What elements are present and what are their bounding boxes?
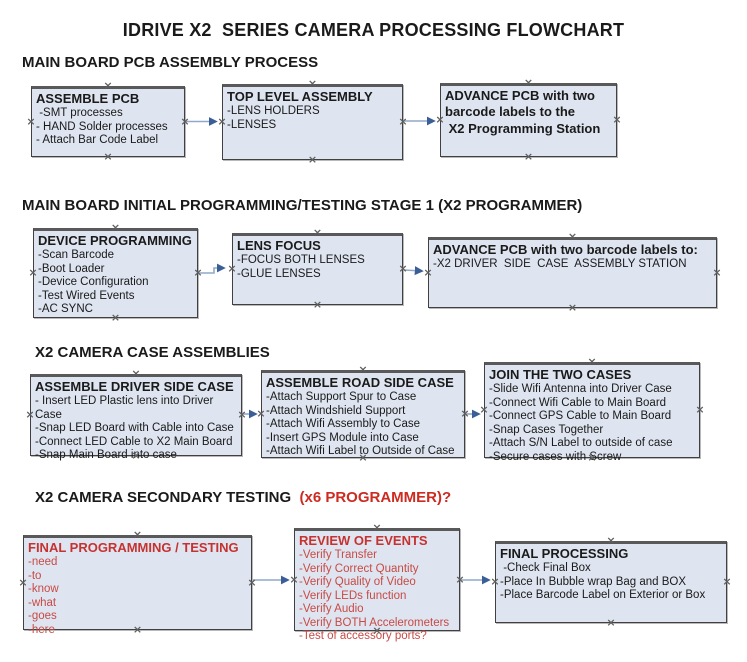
box-item: -Verify Audio xyxy=(299,603,364,616)
box-item: -Slide Wifi Antenna into Driver Case xyxy=(489,383,672,396)
box-item: - Insert LED Plastic lens into Driver Ca… xyxy=(35,395,217,421)
box-item: -Connect GPS Cable to Main Board xyxy=(489,410,672,423)
box-item: -Attach Wifi Assembly to Case xyxy=(266,418,421,431)
box-item: -GLUE LENSES xyxy=(237,267,321,280)
box-item: -Secure cases with Screw xyxy=(489,450,622,463)
box-item: -FOCUS BOTH LENSES xyxy=(237,254,365,267)
box-item: -Check Final Box xyxy=(500,562,591,575)
box-item: -goes xyxy=(28,610,57,623)
box-item: -SMT processes xyxy=(36,107,123,120)
box-item: -to xyxy=(28,569,42,582)
box-item: -what xyxy=(28,596,57,609)
box-item: -Attach Windshield Support xyxy=(266,404,406,417)
box-item: - Attach Bar Code Label xyxy=(36,134,159,147)
box-top-level-assembly: TOP LEVEL ASSEMBLY -LENS HOLDERS -LENSES xyxy=(222,84,403,160)
box-title: JOIN THE TWO CASES xyxy=(489,367,632,382)
box-advance-pcb-to-case-assembly: ADVANCE PCB with two barcode labels to: … xyxy=(428,237,717,308)
box-item: -Verify BOTH Accelerometers xyxy=(299,616,450,629)
box-assemble-pcb: ASSEMBLE PCB -SMT processes - HAND Solde… xyxy=(31,86,185,157)
box-item: -here xyxy=(28,623,55,636)
box-lens-focus: LENS FOCUS -FOCUS BOTH LENSES -GLUE LENS… xyxy=(232,233,403,305)
box-assemble-road-side-case: ASSEMBLE ROAD SIDE CASE -Attach Support … xyxy=(261,370,465,458)
box-title: ASSEMBLE ROAD SIDE CASE xyxy=(266,375,454,390)
box-item: -Test Wired Events xyxy=(38,289,135,302)
box-item: -Attach Support Spur to Case xyxy=(266,391,417,404)
connector-arrow-elbow xyxy=(199,263,226,274)
box-title: FINAL PROGRAMMING / TESTING xyxy=(28,540,239,555)
box-item: X2 Programming Station xyxy=(445,120,601,136)
section-heading-pcb-assembly: MAIN BOARD PCB ASSEMBLY PROCESS xyxy=(22,54,319,71)
box-title: ASSEMBLE DRIVER SIDE CASE xyxy=(35,379,234,394)
box-item: -Connect LED Cable to X2 Main Board xyxy=(35,435,233,448)
box-title: ADVANCE PCB with two barcode labels to: xyxy=(433,242,698,257)
box-item: -know xyxy=(28,583,59,596)
box-item: -Attach S/N Label to outside of case xyxy=(489,437,673,450)
box-assemble-driver-side-case: ASSEMBLE DRIVER SIDE CASE - Insert LED P… xyxy=(30,374,242,461)
box-item: -Verify Quality of Video xyxy=(299,576,416,589)
box-title: ADVANCE PCB with two barcode labels to t… xyxy=(445,88,599,120)
box-item: -Verify Correct Quantity xyxy=(299,562,419,575)
box-review-of-events: REVIEW OF EVENTS -Verify Transfer -Verif… xyxy=(294,528,460,642)
box-item: -Place Barcode Label on Exterior or Box xyxy=(500,589,706,602)
box-title: REVIEW OF EVENTS xyxy=(299,533,428,548)
page-title: IDRIVE X2 SERIES CAMERA PROCESSING FLOWC… xyxy=(122,20,625,40)
box-item: -need xyxy=(28,556,58,569)
box-item: -Snap Main Board into case xyxy=(35,449,177,462)
section-heading-case-assemblies: X2 CAMERA CASE ASSEMBLIES xyxy=(35,344,270,361)
box-item: - HAND Solder processes xyxy=(36,120,168,133)
box-item: -Verify Transfer xyxy=(299,549,377,562)
box-item: -AC SYNC xyxy=(38,303,93,316)
section-heading-secondary-testing: X2 CAMERA SECONDARY TESTING (x6 PROGRAMM… xyxy=(35,489,451,506)
box-item: -Place In Bubble wrap Bag and BOX xyxy=(500,575,687,588)
box-title: FINAL PROCESSING xyxy=(500,546,629,561)
connector-arrow xyxy=(403,266,424,276)
box-final-programming-testing: FINAL PROGRAMMING / TESTING -need -to -k… xyxy=(23,535,252,636)
box-final-processing: FINAL PROCESSING -Check Final Box -Place… xyxy=(495,541,727,623)
box-item: -Verify LEDs function xyxy=(299,589,407,602)
box-item: -Attach Wifi Label to Outside of Case xyxy=(266,445,455,458)
box-item: -LENS HOLDERS xyxy=(227,105,320,118)
box-item: -Scan Barcode xyxy=(38,249,115,262)
box-title: ASSEMBLE PCB xyxy=(36,91,140,106)
box-device-programming: DEVICE PROGRAMMING -Scan Barcode -Boot L… xyxy=(33,228,198,318)
box-item: -LENSES xyxy=(227,118,277,131)
box-item: -Insert GPS Module into Case xyxy=(266,431,419,444)
section-heading-initial-programming: MAIN BOARD INITIAL PROGRAMMING/TESTING S… xyxy=(22,197,583,214)
box-item: -Snap LED Board with Cable into Case xyxy=(35,422,234,435)
box-advance-pcb-to-programming-station: ADVANCE PCB with two barcode labels to t… xyxy=(440,83,617,157)
box-item: -Connect Wifi Cable to Main Board xyxy=(489,396,667,409)
box-title: TOP LEVEL ASSEMBLY xyxy=(227,89,373,104)
box-item: -X2 DRIVER SIDE CASE ASSEMBLY STATION xyxy=(433,258,687,271)
box-join-the-two-cases: JOIN THE TWO CASES -Slide Wifi Antenna i… xyxy=(484,362,700,463)
section-heading-secondary-testing-red: (x6 PROGRAMMER)? xyxy=(291,489,452,506)
box-title: LENS FOCUS xyxy=(237,238,321,253)
section-heading-secondary-testing-black: X2 CAMERA SECONDARY TESTING xyxy=(35,489,292,506)
box-item: -Boot Loader xyxy=(38,262,105,275)
box-item: -Test of accessory ports? xyxy=(299,630,427,643)
box-item: -Snap Cases Together xyxy=(489,423,604,436)
box-item: -Device Configuration xyxy=(38,276,149,289)
box-title: DEVICE PROGRAMMING xyxy=(38,233,192,248)
